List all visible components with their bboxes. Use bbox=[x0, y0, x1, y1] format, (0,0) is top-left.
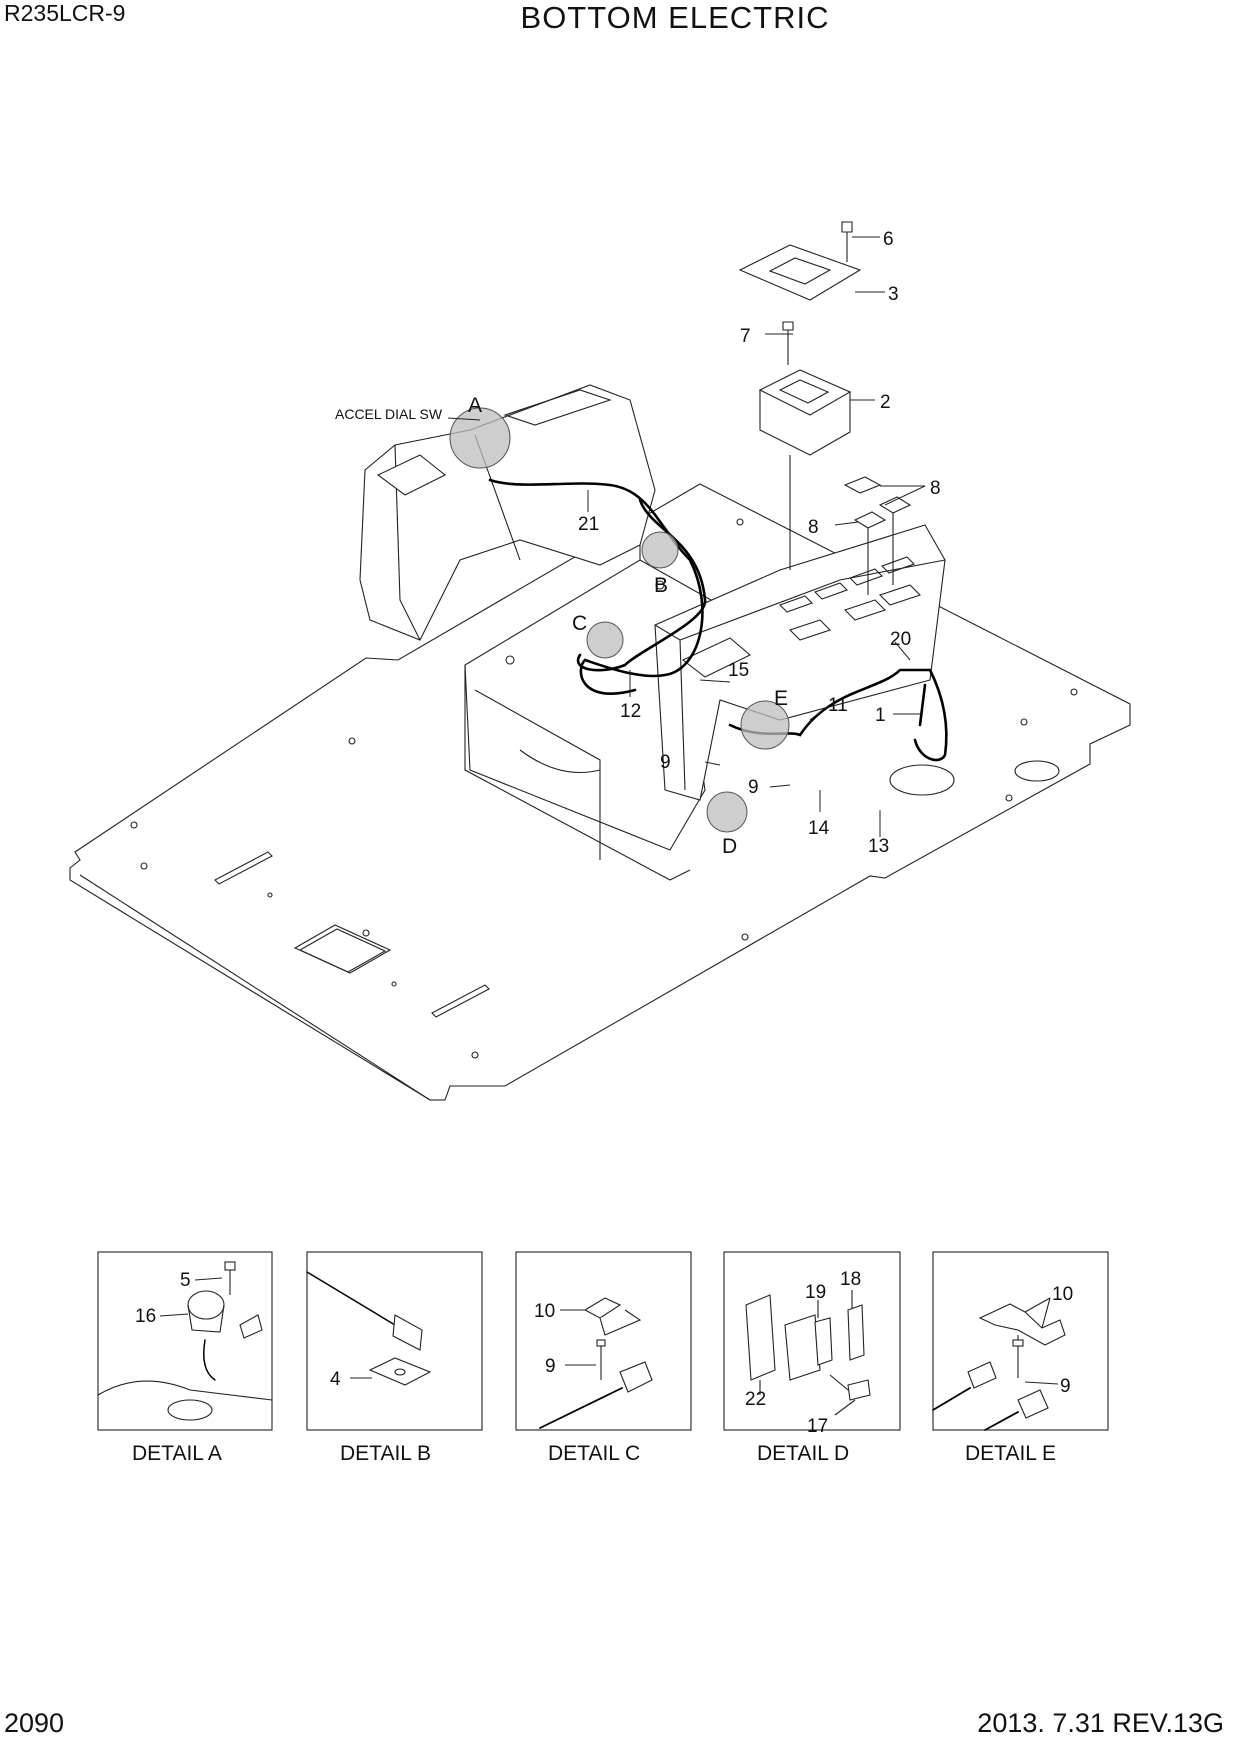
detail-marker-a bbox=[449, 407, 511, 469]
detail-label-d: D bbox=[722, 835, 737, 858]
accel-dial-annotation: ACCEL DIAL SW bbox=[335, 406, 443, 422]
callout-13: 13 bbox=[868, 836, 889, 857]
page-number: 2090 bbox=[4, 1708, 65, 1738]
left-console bbox=[359, 384, 656, 641]
callout-9-left: 9 bbox=[660, 752, 671, 773]
callout-21: 21 bbox=[578, 514, 599, 535]
detail-marker-e bbox=[740, 700, 790, 750]
model-code: R235LCR-9 bbox=[4, 0, 126, 26]
detail-marker-b bbox=[641, 531, 679, 569]
callout-12: 12 bbox=[620, 701, 641, 722]
callout-15: 15 bbox=[728, 660, 749, 681]
right-console bbox=[654, 524, 946, 801]
leader-lines bbox=[447, 236, 926, 837]
detail-markers bbox=[449, 407, 790, 833]
exploded-parts bbox=[738, 221, 912, 595]
callout-1: 1 bbox=[875, 705, 886, 726]
switch-openings bbox=[778, 556, 922, 641]
detail-label-b: B bbox=[654, 574, 668, 597]
detail-marker-c bbox=[586, 621, 624, 659]
revision-date: 2013. 7.31 REV.13G bbox=[977, 1708, 1224, 1738]
callout-7: 7 bbox=[740, 326, 751, 347]
detail-label-e: E bbox=[774, 687, 788, 710]
callout-11: 11 bbox=[828, 695, 848, 716]
detail-label-a: A bbox=[468, 394, 482, 417]
callout-8-top: 8 bbox=[930, 478, 941, 499]
plate-holes bbox=[130, 518, 1078, 1059]
callout-8-left: 8 bbox=[808, 517, 819, 538]
detail-label-c: C bbox=[572, 612, 587, 635]
floor-plate bbox=[69, 483, 1131, 1101]
callout-2: 2 bbox=[880, 392, 891, 413]
callout-20: 20 bbox=[890, 629, 911, 650]
detail-marker-d bbox=[706, 791, 748, 833]
callout-3: 3 bbox=[888, 284, 899, 305]
callout-6: 6 bbox=[883, 229, 894, 250]
page-title: BOTTOM ELECTRIC bbox=[520, 0, 830, 35]
callout-14: 14 bbox=[808, 818, 830, 839]
callout-9-right: 9 bbox=[748, 777, 759, 798]
